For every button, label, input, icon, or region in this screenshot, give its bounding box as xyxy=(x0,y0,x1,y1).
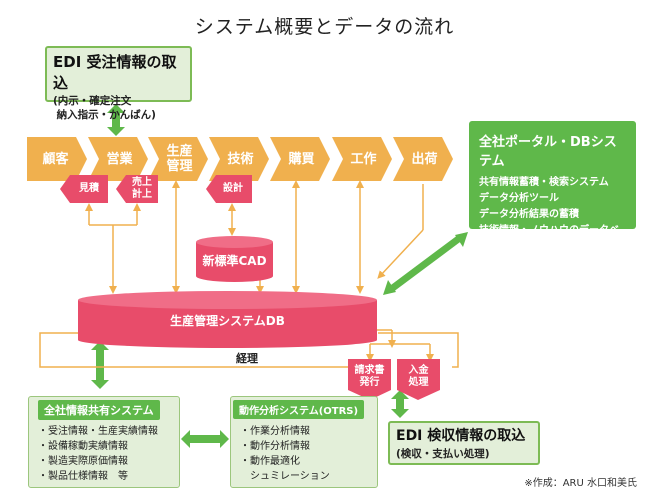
sekkei-label: 設計 xyxy=(223,183,243,194)
edi-order-box: EDI 受注情報の取込 (内示・確定注文 納入指示・かんばん) xyxy=(45,46,192,121)
edi-order-connector xyxy=(107,104,125,136)
info-sharing-connector xyxy=(91,341,109,389)
info-sharing-items: ・受注情報・生産実績情報 ・設備稼動実績情報 ・製造実際原価情報 ・製品仕様情報… xyxy=(38,426,158,482)
cad-label: 新標準CAD xyxy=(202,254,267,268)
info-sharing-heading: 全社情報共有システム xyxy=(38,400,160,420)
portal-item: データ分析ツール xyxy=(479,193,559,204)
mitsumori-label: 見積 xyxy=(79,183,99,194)
keiri-label: 経理 xyxy=(236,352,258,365)
portal-heading: 全社ポータル・DBシステム xyxy=(479,135,617,169)
keiri-frame xyxy=(39,332,459,368)
process-step-2 xyxy=(88,137,148,181)
process-step-3 xyxy=(148,137,208,181)
portal-item: 技術情報・ノウハウのデータベース xyxy=(479,225,619,252)
cad-database xyxy=(196,236,273,282)
process-step-label: 技術 xyxy=(227,151,254,167)
db-label: 生産管理システムDB xyxy=(170,314,285,328)
motion-analysis-items: ・作業分析情報 ・動作分析情報 ・動作最適化 シュミレーション xyxy=(240,426,330,482)
process-step-label: 生産 管理 xyxy=(166,144,193,174)
motion-analysis-heading: 動作分析システム(OTRS) xyxy=(233,400,365,419)
process-step-5 xyxy=(270,137,330,181)
motion-connector xyxy=(181,430,229,448)
edi-order-heading: EDI 受注情報の取込 xyxy=(53,53,177,92)
credit-note: ※作成：ARU 水口和美氏 xyxy=(524,478,637,489)
portal-item: データ分析結果の蓄積 xyxy=(479,209,579,220)
process-step-label: 出荷 xyxy=(411,151,438,167)
process-step-6 xyxy=(332,137,392,181)
seikyu-arrow xyxy=(348,359,391,400)
uriage-arrow xyxy=(116,175,158,203)
seikyu-label: 請求書 発行 xyxy=(354,365,385,388)
mitsumori-arrow xyxy=(60,175,108,203)
diagram-title: システム概要とデータの流れ xyxy=(194,16,455,38)
nyukin-label: 入金 処理 xyxy=(408,365,429,388)
process-step-4 xyxy=(209,137,269,181)
uriage-label: 売上 計上 xyxy=(132,177,152,200)
process-step-label: 営業 xyxy=(106,151,133,167)
edi-order-sub: (内示・確定注文 納入指示・かんばん) xyxy=(53,95,156,121)
production-db xyxy=(78,291,377,348)
edi-payment-connector xyxy=(391,390,409,418)
portal-box: 全社ポータル・DBシステム 共有情報蓄積・検索システム データ分析ツール データ… xyxy=(469,121,636,252)
process-step-1 xyxy=(27,137,87,181)
process-step-7 xyxy=(393,137,453,181)
nyukin-arrow xyxy=(397,359,440,400)
data-flow-lines xyxy=(85,180,434,362)
edi-payment-heading: EDI 検収情報の取込 xyxy=(396,428,526,444)
sekkei-arrow xyxy=(206,175,252,203)
portal-item: 共有情報蓄積・検索システム xyxy=(479,177,609,188)
portal-connector xyxy=(383,232,468,295)
process-step-label: 顧客 xyxy=(42,151,69,167)
process-step-label: 購買 xyxy=(288,151,315,167)
edi-payment-sub: (検収・支払い処理) xyxy=(396,448,490,460)
edi-payment-box: EDI 検収情報の取込 (検収・支払い処理) xyxy=(388,421,540,465)
process-step-label: 工作 xyxy=(350,151,377,167)
process-chain xyxy=(27,137,453,181)
